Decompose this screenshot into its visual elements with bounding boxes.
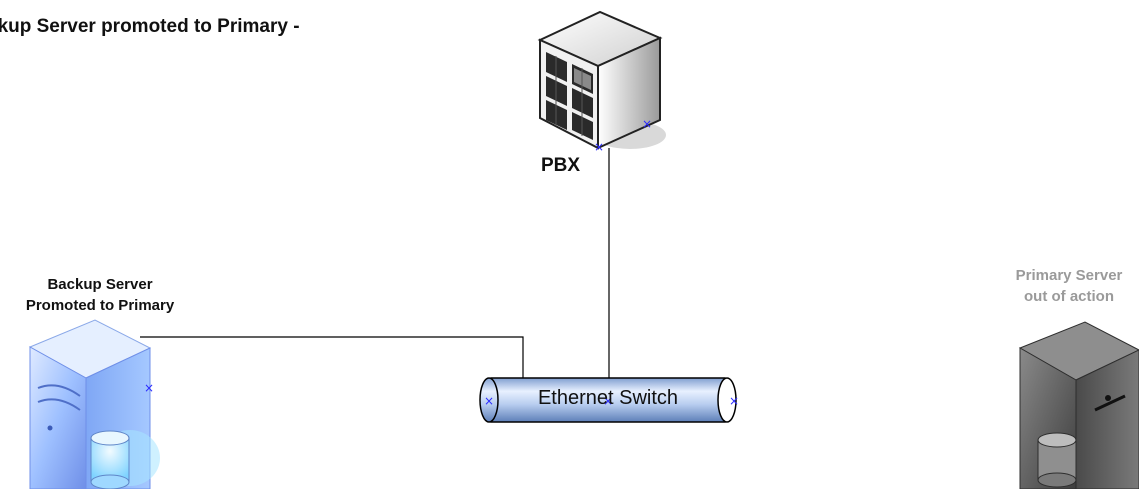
primary-server-label-line1: Primary Server [1015, 267, 1123, 284]
svg-text:×: × [144, 381, 154, 395]
svg-text:×: × [594, 140, 604, 154]
backup-server-label: Backup Server Promoted to Primary [0, 274, 200, 316]
pbx-tower-icon: × × [537, 10, 666, 154]
diagram-title: ckup Server promoted to Primary - [0, 16, 300, 37]
backup-server-label-line2: Promoted to Primary [25, 297, 175, 314]
connector-backup-switch [140, 336, 524, 378]
svg-text:×: × [729, 394, 739, 408]
pbx-label: PBX [541, 155, 581, 176]
primary-server-label: Primary Server out of action [995, 265, 1139, 307]
svg-text:×: × [484, 394, 494, 408]
primary-server-label-line2: out of action [1024, 288, 1114, 305]
svg-text:×: × [603, 394, 613, 408]
backup-server-icon: × [28, 319, 160, 489]
primary-server-icon [1018, 321, 1139, 489]
svg-text:×: × [642, 117, 652, 131]
ethernet-switch-label: Ethernet Switch [537, 387, 679, 409]
ethernet-switch-icon: × × × [479, 377, 739, 423]
backup-server-label-line1: Backup Server [47, 276, 153, 293]
